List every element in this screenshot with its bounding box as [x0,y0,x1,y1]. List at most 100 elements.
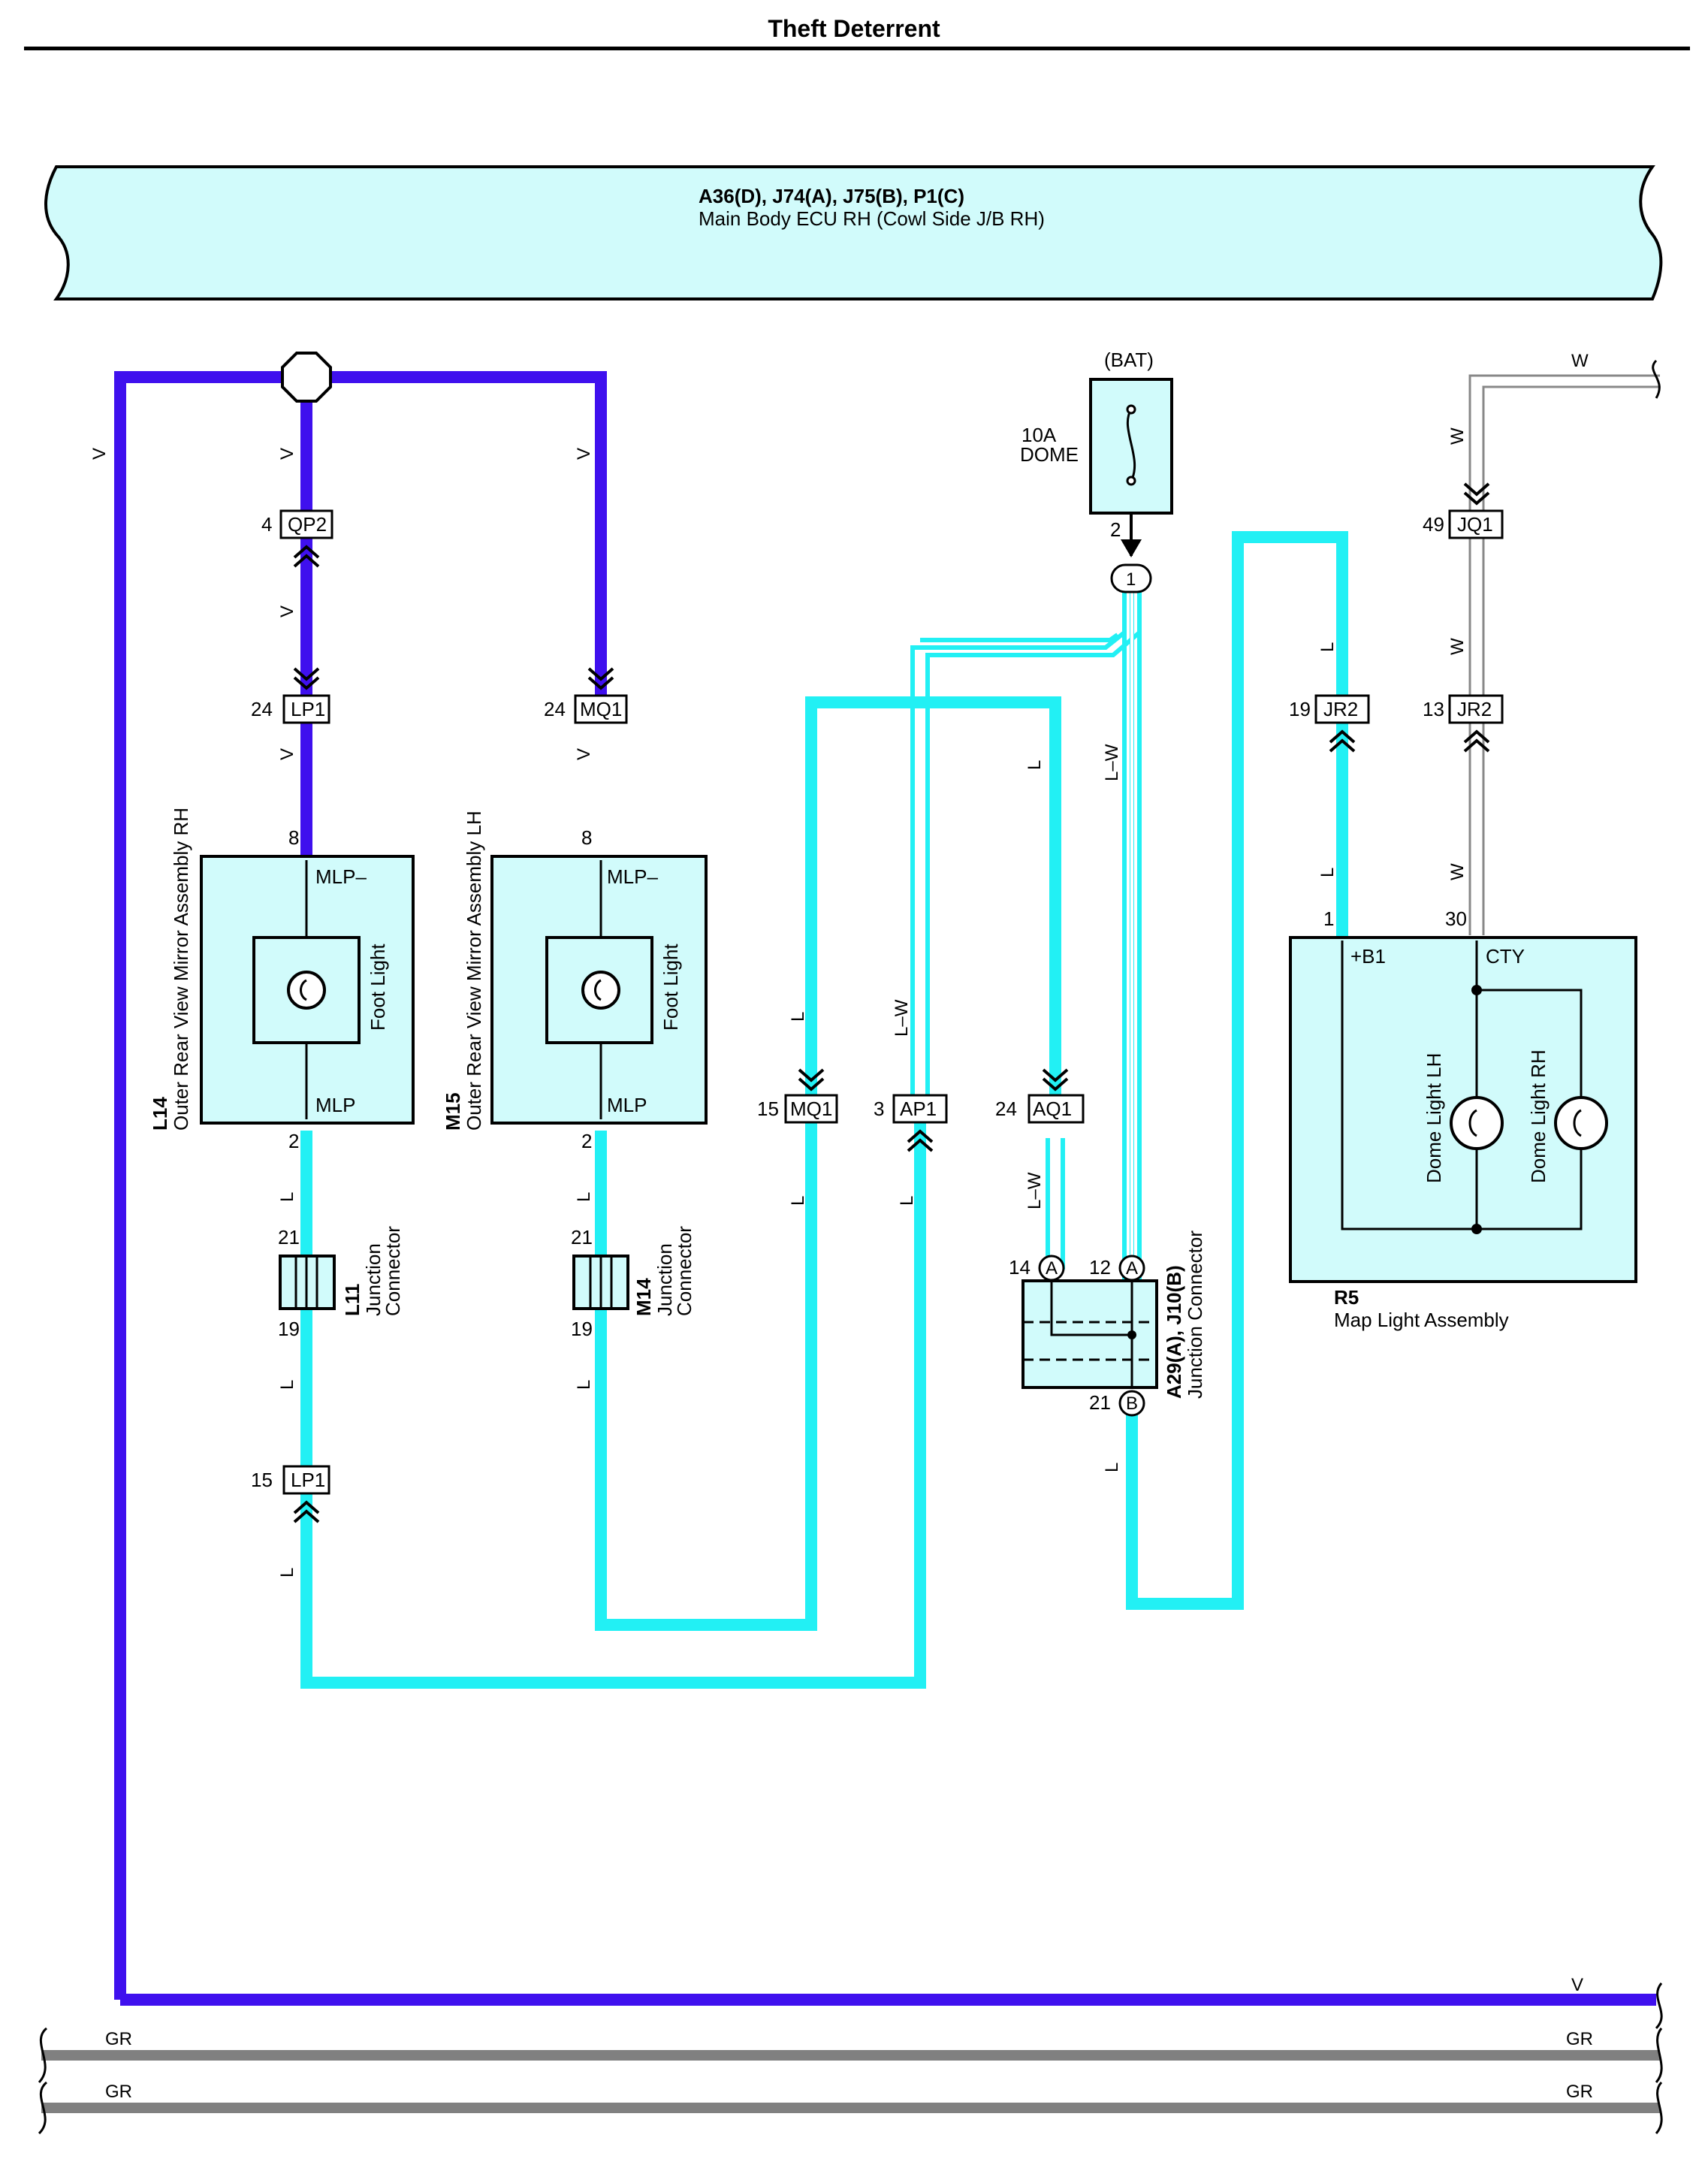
lp1-top-name: LP1 [291,698,325,720]
l11-code: L11 [341,1284,364,1316]
dome-light-lh-icon [1450,1096,1504,1150]
qp2-pin: 4 [261,513,272,536]
lp1-top-pin: 24 [251,698,273,720]
lbl-l-9: L [1024,760,1045,770]
map-pin-left: 1 [1323,907,1334,930]
map-term-right: CTY [1486,945,1525,968]
lbl-v-2: V [277,448,297,460]
l11-pin-top: 21 [278,1226,300,1249]
lp1-bot-pin: 15 [251,1469,273,1491]
page-title: Theft Deterrent [768,15,940,42]
mirror-lh-term-bottom: MLP [607,1094,647,1116]
lbl-w-2: W [1447,638,1468,655]
lbl-l-11: L [1317,642,1338,652]
fuse-source: (BAT) [1104,349,1154,371]
m14-pin-bottom: 19 [571,1318,593,1340]
lp1-bot-name: LP1 [291,1469,325,1491]
aq1-name: AQ1 [1033,1098,1072,1120]
m14-name1: Junction [653,1243,676,1316]
mirror-rh-pin-bottom: 2 [288,1130,299,1152]
wire-l-lh [595,696,1061,1631]
lbl-w-3: W [1447,863,1468,880]
connector-mq1-top: MQ1 24 [544,667,628,724]
map-light-name: Map Light Assembly [1334,1309,1509,1331]
mirror-rh-pin-top: 8 [288,826,299,849]
mirror-rh-term-bottom: MLP [315,1094,355,1116]
wire-v-main [114,371,607,2000]
a29-letter-a1: A [1046,1258,1058,1279]
l11-pin-bottom: 19 [278,1318,300,1340]
map-pin-right: 30 [1445,907,1467,930]
l11-name2: Connector [382,1226,404,1316]
mirror-rh-name: Outer Rear View Mirror Assembly RH [170,808,192,1131]
ecu-block: A36(D), J74(A), J75(B), P1(C) Main Body … [44,165,1663,300]
fuse-name: DOME [1020,443,1079,466]
lbl-w-1: W [1447,427,1468,445]
connector-qp2: QP2 4 [261,509,333,568]
title-rule [24,47,1690,50]
foot-light-rh-icon [287,971,326,1010]
connector-aq1: AQ1 24 [995,1068,1085,1124]
mirror-lh-lamp: Foot Light [659,944,682,1031]
junction-pin: 1 [1126,569,1136,590]
lbl-l-10: L [1102,1463,1122,1472]
lbl-l-5: L [277,1568,297,1578]
jr2-l-pin: 19 [1289,698,1311,720]
ap1-name: AP1 [900,1098,937,1120]
lbl-l-6: L [788,1012,808,1022]
fuse-dome: (BAT) 10A DOME 2 1 [1020,349,1173,593]
junction-connector-m14: 21 19 M14 Junction Connector [571,1226,696,1340]
mq1-mid-name: MQ1 [790,1098,832,1120]
wire-l-group [300,531,1348,1689]
jq1-pin: 49 [1423,513,1444,536]
a29-pin-a1: 14 [1009,1256,1031,1279]
connector-mq1-mid: MQ1 15 [757,1068,838,1124]
connector-lp1-bot: LP1 15 [251,1465,330,1523]
gr-label-1r: GR [1566,2029,1593,2049]
connector-lp1-top: LP1 24 [251,667,330,724]
lbl-l-1: L [277,1192,297,1202]
mq1-mid-pin: 15 [757,1098,779,1120]
jr2-w-pin: 13 [1423,698,1444,720]
a29-code: A29(A), J10(B) [1163,1265,1185,1399]
l11-name1: Junction [362,1243,385,1316]
v-label-bottom: V [1571,1975,1583,1995]
lbl-l-3: L [277,1380,297,1390]
lbl-l-7: L [788,1196,808,1206]
map-light-code: R5 [1334,1286,1359,1309]
map-lamp-rh: Dome Light RH [1527,1049,1550,1183]
lbl-l-12: L [1317,868,1338,877]
lbl-v-4: V [277,605,297,617]
a29-pin-b: 21 [1089,1391,1111,1414]
mirror-rh-lamp: Foot Light [367,944,389,1031]
lbl-l-8: L [897,1196,917,1206]
connector-jr2-w: JR2 13 [1423,694,1504,753]
fuse-element [1126,409,1136,482]
wire-v-group [114,352,1656,2006]
mirror-lh-term-top: MLP– [607,865,658,888]
m14-name2: Connector [673,1226,696,1316]
lbl-lw-1: L–W [892,999,912,1037]
wire-color-labels: V V V V V V L L L L L L L L L L L L L–W … [89,351,1589,1578]
jq1-name: JQ1 [1457,513,1493,536]
lbl-lw-2: L–W [1102,744,1122,781]
lbl-l-2: L [574,1192,594,1202]
a29-letter-a2: A [1126,1258,1138,1279]
mq1-top-name: MQ1 [580,698,622,720]
mirror-lh-pin-bottom: 2 [581,1130,592,1152]
aq1-pin: 24 [995,1098,1017,1120]
a29-name: Junction Connector [1184,1230,1206,1399]
jr2-l-name: JR2 [1323,698,1358,720]
map-term-left: +B1 [1350,945,1386,968]
mirror-lh-pin-top: 8 [581,826,592,849]
fuse-rating: 10A [1021,424,1057,446]
junction-point-1 [1110,563,1152,593]
connector-jq1: JQ1 49 [1423,482,1504,539]
mirror-lh-code: M15 [442,1092,464,1131]
mirror-lh-name: Outer Rear View Mirror Assembly LH [463,811,485,1131]
mirror-lh-assembly: 8 2 MLP– MLP Foot Light M15 Outer Rear V… [442,811,708,1152]
foot-light-lh-icon [581,971,620,1010]
map-light-assembly: 1 30 +B1 CTY Dome Light LH Dome Light RH… [1289,907,1637,1331]
qp2-name: QP2 [288,513,327,536]
